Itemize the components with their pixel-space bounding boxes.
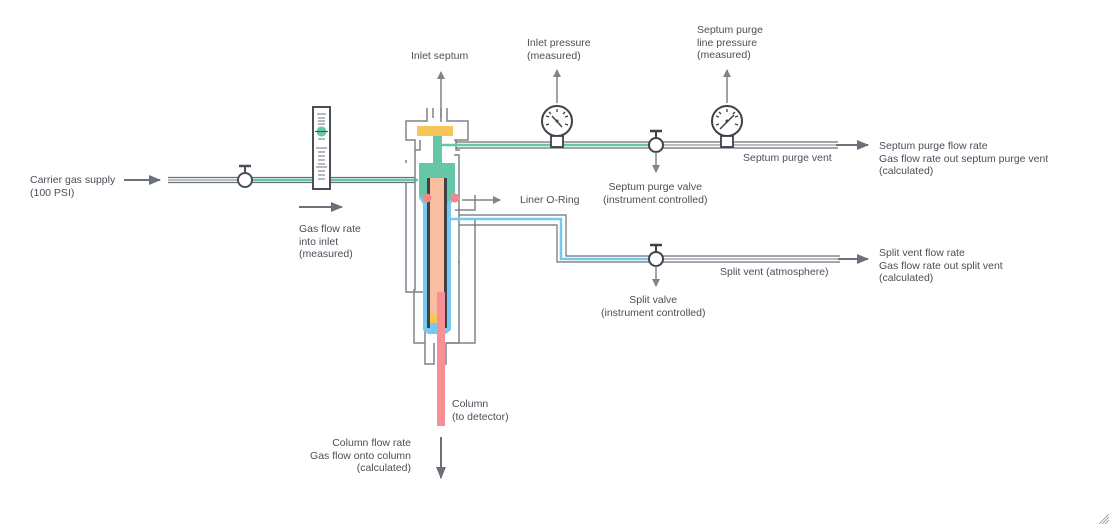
valve-icon[interactable] [648,129,664,173]
valve-icon[interactable] [237,164,253,188]
pressure-gauge-icon [711,69,743,148]
carrier-supply-label: Carrier gas supply (100 PSI) [30,174,116,199]
split-valve-label: Split valve (instrument controlled) [601,294,706,319]
pressure-gauge-icon [541,69,573,148]
split-pipe [451,214,840,263]
split-vent-label: Split vent (atmosphere) [720,266,829,278]
carrier-pipe [168,176,418,184]
gas-flow-in-label: Gas flow rate into inlet (measured) [299,223,361,260]
rotameter-icon [312,106,331,190]
liner-oring-label: Liner O-Ring [520,194,580,206]
septum-purge-flow-label: Septum purge flow rate Gas flow rate out… [879,140,1049,177]
septum-purge-pressure-label: Septum purge line pressure (measured) [697,24,763,61]
split-vent-flow-label: Split vent flow rate Gas flow rate out s… [879,247,1003,284]
column-label: Column (to detector) [452,398,509,423]
valve-icon[interactable] [648,243,664,287]
inlet-septum-label: Inlet septum [411,50,469,62]
column [437,292,445,426]
inlet-pressure-label: Inlet pressure (measured) [527,37,591,62]
column-flow-label: Column flow rate Gas flow onto column (c… [310,437,411,474]
septum-purge-vent-label: Septum purge vent [743,152,832,164]
resize-handle-icon[interactable] [1097,512,1109,524]
inlet-icon [405,108,476,365]
septum-purge-valve-label: Septum purge valve (instrument controlle… [603,181,708,206]
septum-purge-pipe [442,141,838,149]
